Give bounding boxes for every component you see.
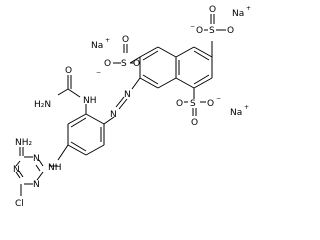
atom-labels: O − S O O Na + Na + O S O O − H₂N O NH N…: [13, 5, 251, 209]
atom-nh-urea: NH: [83, 96, 97, 106]
bond: [15, 171, 21, 179]
atom-o-top-up: O: [209, 5, 216, 15]
atom-o-bot-right: O: [207, 99, 214, 109]
atom-n-triazine-1: N: [33, 154, 40, 164]
bond: [139, 77, 159, 89]
bond: [57, 88, 69, 96]
atom-o-bot-left: O: [176, 99, 183, 109]
bond: [118, 98, 128, 110]
bond: [67, 113, 87, 125]
atom-o-mid-up: O: [122, 35, 129, 45]
bond: [15, 160, 21, 167]
bond: [36, 171, 44, 181]
bond: [142, 50, 159, 61]
chemical-structure: O − S O O Na + Na + O S O O − H₂N O NH N…: [13, 5, 251, 209]
atom-s-mid: S: [121, 59, 127, 69]
bond: [129, 56, 141, 64]
charge-plus-bot: +: [244, 104, 249, 111]
bonds: [15, 14, 226, 196]
atom-o-top-right: O: [227, 26, 234, 36]
atom-h2n-urea: H₂N: [34, 100, 51, 110]
bond: [142, 74, 159, 85]
charge-minus-top: −: [190, 23, 195, 30]
atom-o-mid-right: O: [133, 59, 140, 69]
bond: [67, 88, 81, 98]
bond: [115, 96, 125, 108]
bond: [103, 116, 115, 125]
bond: [70, 117, 87, 128]
bond: [157, 77, 177, 89]
charge-minus-bot: −: [216, 95, 221, 102]
atom-o-urea: O: [65, 66, 72, 76]
atom-na-bot: Na: [230, 108, 242, 118]
bond: [193, 74, 210, 85]
charge-plus-mid: +: [105, 37, 110, 44]
bond: [18, 170, 24, 178]
bond: [57, 144, 69, 161]
atom-s-top: S: [209, 26, 215, 36]
bond: [193, 77, 213, 89]
bond: [85, 144, 105, 156]
atom-o-top-left: O: [196, 26, 203, 36]
charge-plus-top: +: [246, 5, 251, 12]
atom-s-bot: S: [190, 99, 196, 109]
atom-o-mid-left: O: [104, 59, 111, 69]
atom-n-triazine-2: N: [13, 165, 20, 175]
bond: [175, 46, 195, 58]
bond: [193, 46, 213, 58]
atom-na-mid: Na: [91, 41, 103, 51]
atom-n-azo-1: N: [124, 90, 131, 100]
bond: [38, 159, 44, 167]
bond: [85, 113, 105, 125]
bond: [157, 46, 177, 58]
charge-minus-mid: −: [96, 69, 101, 76]
atom-n-triazine-3: N: [33, 180, 40, 190]
bond: [193, 50, 210, 61]
bond: [35, 164, 41, 172]
bond: [139, 46, 159, 58]
atom-o-bot-down: O: [191, 118, 198, 128]
atom-nh-link: NH: [48, 163, 62, 173]
bond: [131, 77, 141, 90]
bond: [70, 141, 87, 152]
atom-nh2-triazine: NH₂: [15, 138, 33, 148]
atom-cl: Cl: [15, 199, 24, 209]
atom-n-azo-2: N: [110, 110, 117, 120]
bond: [175, 77, 195, 89]
bond: [67, 144, 87, 156]
atom-na-top: Na: [232, 9, 244, 19]
